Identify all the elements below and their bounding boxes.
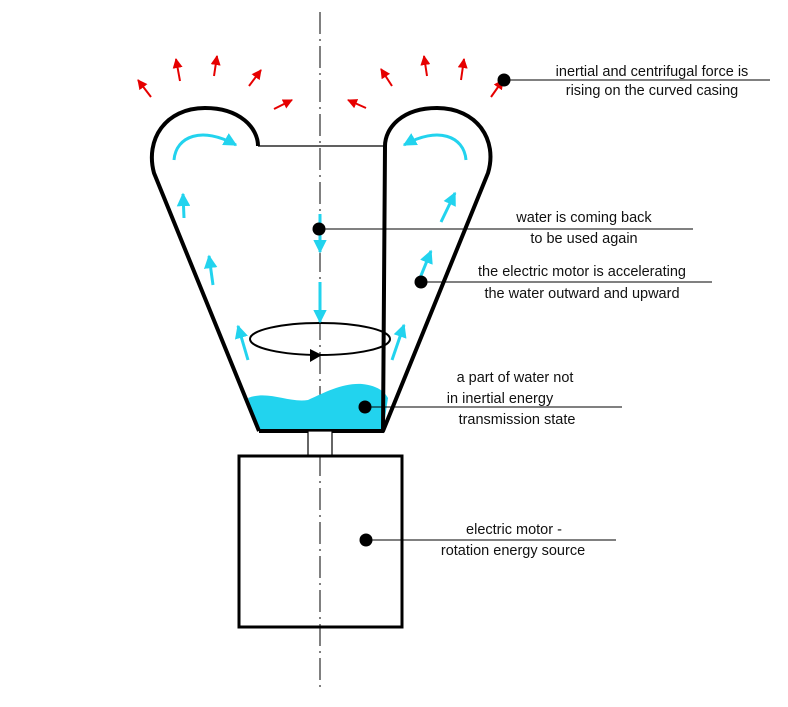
label-motor-line2: rotation energy source: [441, 543, 585, 559]
label-force-line1: inertial and centrifugal force is: [556, 64, 749, 80]
cyan-arrow-icon: [234, 324, 250, 361]
label-return-line1: water is coming back: [515, 210, 652, 226]
callout-dot-force: [497, 73, 511, 87]
red-arrow-icon: [380, 68, 393, 87]
label-accelerating-line1: the electric motor is accelerating: [478, 264, 686, 280]
cyan-arrow-icon: [172, 133, 238, 161]
rotation-arrow-icon: [310, 349, 322, 362]
curved-casing: [149, 106, 493, 433]
red-arrow-icon: [210, 55, 221, 77]
red-arrow-icon: [248, 69, 262, 87]
red-arrow-icon: [137, 79, 152, 98]
motor-shaft: [307, 430, 333, 457]
label-idle-water-line3: transmission state: [459, 412, 576, 428]
cyan-arrow-icon: [439, 191, 457, 223]
force-arrows: [137, 55, 504, 110]
cyan-arrow-icon: [203, 254, 218, 286]
red-arrow-icon: [420, 55, 431, 77]
cyan-arrow-icon: [176, 192, 191, 219]
label-force-line2: rising on the curved casing: [566, 83, 739, 99]
label-return-line2: to be used again: [530, 231, 637, 247]
red-arrow-icon: [273, 99, 293, 110]
label-motor-line1: electric motor -: [466, 522, 562, 538]
red-arrow-icon: [457, 58, 468, 81]
callout-dot-return: [312, 222, 326, 236]
cyan-arrow-icon: [390, 323, 407, 361]
electric-motor: [237, 454, 404, 629]
red-arrow-icon: [172, 58, 183, 82]
label-idle-water-line1: a part of water not: [457, 370, 574, 386]
cyan-arrow-icon: [402, 133, 468, 161]
callout-dot-idle-water: [358, 400, 372, 414]
callouts: [319, 79, 770, 541]
label-idle-water-line2: in inertial energy: [447, 391, 554, 407]
callout-dot-motor: [359, 533, 373, 547]
red-arrow-icon: [347, 99, 367, 109]
water-pool: [248, 383, 388, 431]
label-accelerating-line2: the water outward and upward: [484, 286, 679, 302]
callout-dot-accelerating: [414, 275, 428, 289]
